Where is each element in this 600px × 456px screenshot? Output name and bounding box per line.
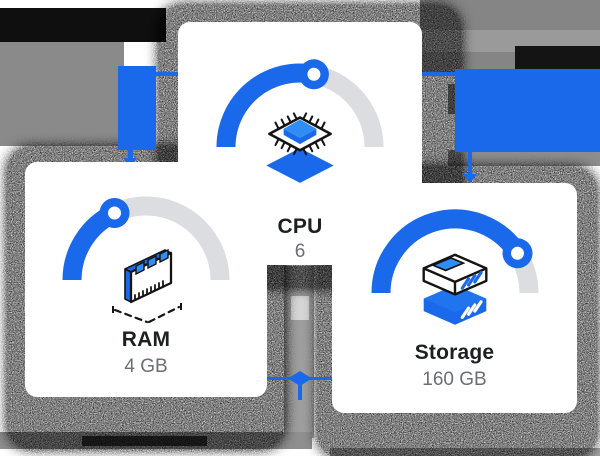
storage-value: 160 GB [422,369,487,390]
connector-left-hline [154,72,178,76]
cpu-gauge [216,59,384,148]
ram-gauge [62,196,230,281]
artifact-gray-under-blue [448,150,600,166]
artifact-gray-strip-middle [284,266,314,438]
connector-right-blob [455,69,600,152]
ram-card: RAM 4 GB [25,162,267,397]
storage-label: Storage [414,341,495,364]
ram-value: 4 GB [124,356,168,377]
connector-bottom-stem [298,384,302,400]
cpu-value: 6 [294,241,306,262]
cpu-chip-icon [254,93,346,189]
artifact-black-band-right [515,46,600,72]
artifact-gray-block-left [0,42,124,146]
connector-right-arrowhead [463,174,477,183]
storage-drive-icon [408,236,502,332]
artifact-light-patch-middle [291,296,309,320]
connector-right-stem [468,150,472,178]
connector-right-hline [422,72,456,76]
ram-module-icon [101,236,191,328]
connector-left-blob [118,66,156,150]
connector-bottom-arrow-diamond [288,371,312,386]
ram-label: RAM [121,328,171,351]
storage-card: Storage 160 GB [332,183,577,413]
artifact-black-band-top-left [0,8,166,42]
storage-gauge [371,209,538,294]
cpu-label: CPU [277,215,323,238]
connector-left-stem [128,146,133,162]
